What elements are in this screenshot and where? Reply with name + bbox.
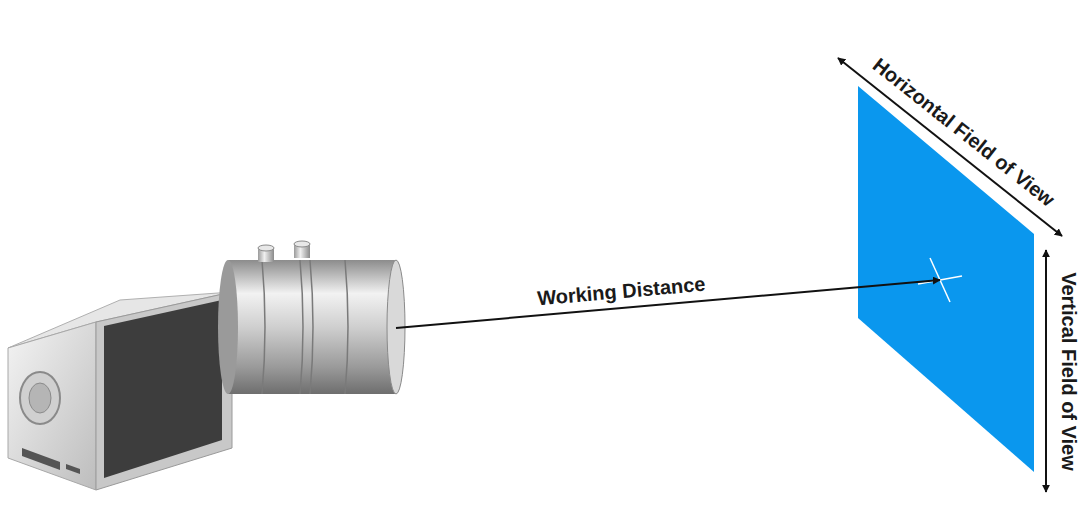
camera-body — [8, 292, 232, 490]
dimension-label: Vertical Field of View — [1057, 269, 1080, 474]
vertical-fov-arrow — [1045, 250, 1047, 492]
dimension-label: Working Distance — [533, 272, 709, 310]
camera-lens — [218, 241, 405, 394]
horizontal-fov-arrow — [838, 58, 1062, 236]
